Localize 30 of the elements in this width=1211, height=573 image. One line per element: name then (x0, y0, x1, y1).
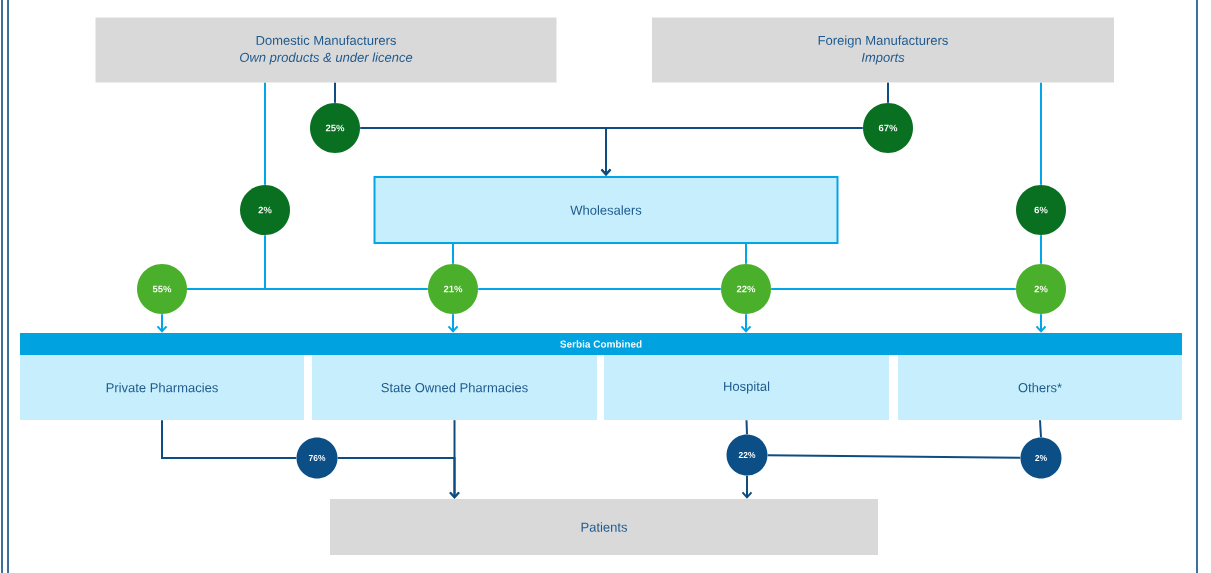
source-box: Foreign Manufacturers Imports (652, 17, 1114, 83)
connector (1035, 313, 1047, 333)
connector (770, 288, 1017, 290)
source-box: Patients (330, 499, 878, 555)
connector (745, 243, 747, 265)
channel-box: Others* (898, 355, 1182, 420)
connector (600, 127, 864, 176)
header-band: Serbia Combined (20, 333, 1182, 355)
connector (741, 474, 753, 499)
wholesaler-box: Wholesalers (373, 176, 839, 244)
connector (745, 419, 748, 436)
connector (447, 313, 459, 333)
connector (766, 454, 1022, 459)
connector (887, 81, 889, 104)
connector (264, 81, 266, 186)
connector (477, 288, 722, 290)
connector (449, 419, 460, 499)
channel-box: Private Pharmacies (20, 355, 304, 420)
channel-box: State Owned Pharmacies (312, 355, 597, 420)
connector (1040, 234, 1042, 265)
connector (452, 243, 454, 265)
connector (1040, 81, 1042, 186)
connector (156, 313, 168, 333)
connector (161, 419, 298, 459)
connector (334, 81, 336, 104)
connector (1039, 419, 1042, 439)
connector (186, 288, 429, 290)
source-box: Domestic Manufacturers Own products & under licence (95, 17, 557, 83)
connector (740, 313, 752, 333)
channel-box: Hospital (604, 355, 889, 420)
